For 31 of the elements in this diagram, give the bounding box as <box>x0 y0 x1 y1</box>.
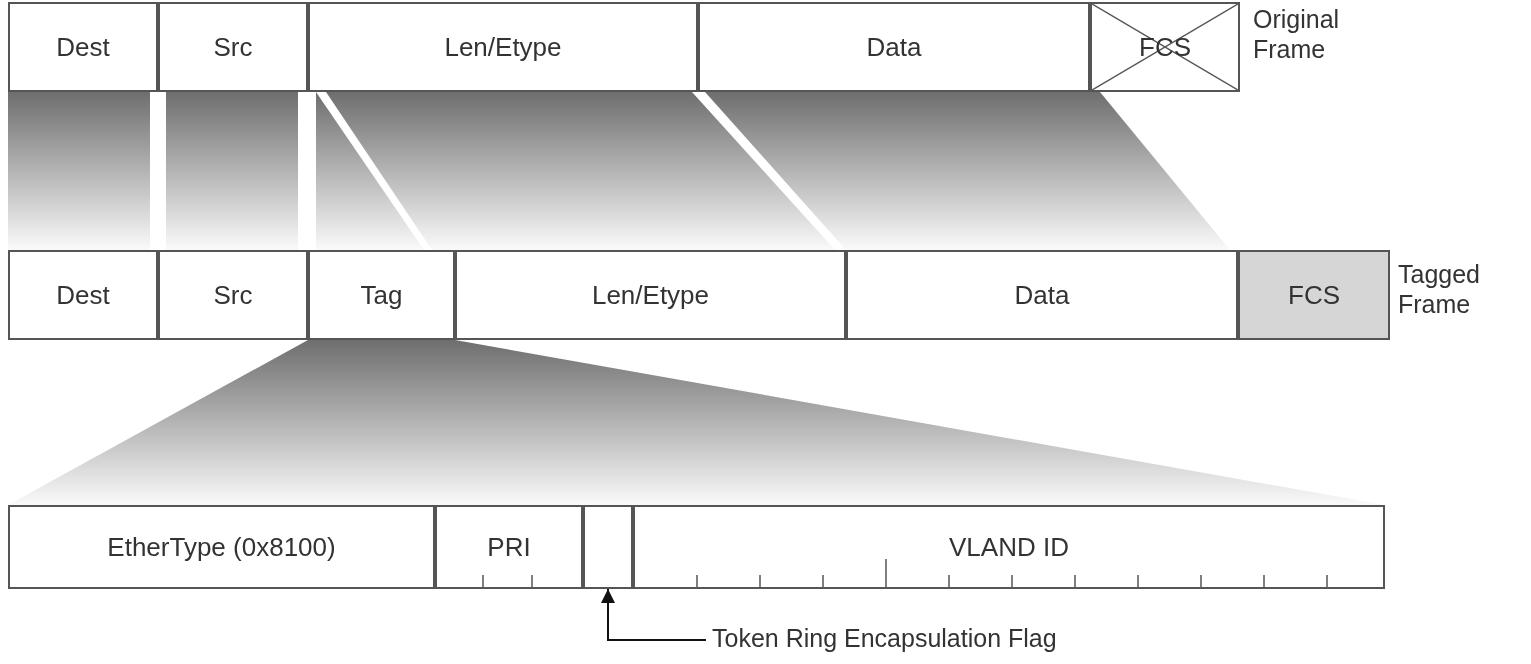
frame-field <box>846 250 1238 340</box>
leader-arrow <box>601 588 707 641</box>
frame-field <box>435 505 583 589</box>
frame-caption: Tagged Frame <box>1398 259 1482 319</box>
field-label: Len/Etype <box>591 279 710 311</box>
frame-caption: Original Frame <box>1253 4 1341 64</box>
field-label: Data <box>1014 279 1070 311</box>
shaded-field <box>1238 250 1390 340</box>
field-label: Len/Etype <box>444 31 562 63</box>
field-label: FCS <box>1288 279 1340 311</box>
frame-field <box>8 505 435 589</box>
field-label: Dest <box>56 279 110 311</box>
frame-field <box>698 2 1090 92</box>
field-label: Dest <box>56 31 110 63</box>
frame-field <box>8 250 158 340</box>
field-label: EtherType (0x8100) <box>107 531 336 563</box>
field-label: Src <box>213 31 253 63</box>
frame-field <box>158 250 308 340</box>
frame-field <box>308 2 698 92</box>
field-label: VLAND ID <box>949 531 1069 563</box>
frame-field <box>455 250 846 340</box>
frame-field <box>308 250 455 340</box>
frame-field <box>158 2 308 92</box>
field-label: Src <box>213 279 253 311</box>
callout-text: Token Ring Encapsulation Flag <box>712 624 1057 656</box>
field-label: Tag <box>360 279 403 311</box>
frame-field <box>633 505 1385 589</box>
field-label: Data <box>866 31 922 63</box>
frame-field <box>8 2 158 92</box>
field-label: PRI <box>487 531 531 563</box>
flag-bit-field <box>583 505 633 589</box>
